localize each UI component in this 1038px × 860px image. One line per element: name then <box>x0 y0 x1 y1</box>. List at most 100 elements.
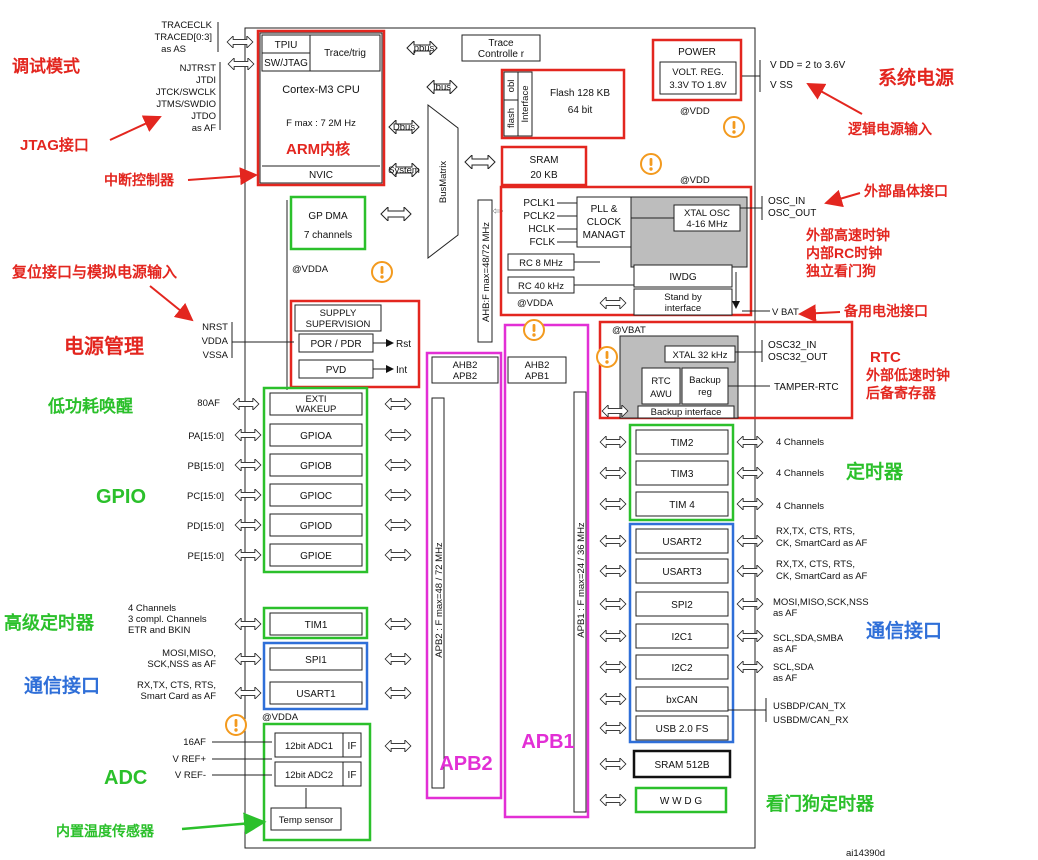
comm-right-highlight <box>628 522 735 744</box>
backup-reg-block <box>681 367 729 405</box>
ahb2-apb1-bridge <box>507 356 567 384</box>
usart1-block <box>269 681 363 705</box>
nvic-label: NVIC <box>309 170 333 181</box>
tim1-pin-2: 3 compl. Channels <box>128 614 207 625</box>
adc1-label: 12bit ADC1 <box>285 741 333 752</box>
rc8-label: RC 8 MHz <box>519 258 563 269</box>
int-label: Int <box>396 365 407 376</box>
cpu-fmax-label: F max : 7 2M Hz <box>286 118 356 129</box>
gp-dma-label: GP DMA <box>308 211 348 222</box>
standby-label-1: Stand by <box>664 292 702 303</box>
adc1-if-label: IF <box>348 741 357 752</box>
xtal32-label: XTAL 32 kHz <box>673 350 728 361</box>
annot-adc: ADC <box>104 767 147 789</box>
spi2-pin-1: MOSI,MISO,SCK,NSS <box>773 597 869 608</box>
pclk2-label: PCLK2 <box>523 211 555 222</box>
pclk1-label: PCLK1 <box>523 198 555 209</box>
xtal-osc-1: XTAL OSC <box>684 208 730 219</box>
supply-label-2: SUPERVISION <box>306 319 371 330</box>
annot-debug-mode: 调试模式 <box>12 56 80 76</box>
annot-power-mgmt: 电源管理 <box>64 334 144 358</box>
bus-matrix <box>427 103 459 260</box>
pll-label-1: PLL & <box>591 204 618 215</box>
sram512-label: SRAM 512B <box>654 760 709 771</box>
por-pdr-label: POR / PDR <box>310 339 361 350</box>
tim3-block <box>635 460 729 486</box>
ahb2-apb1-top: AHB2 <box>525 360 550 371</box>
annot-low-power: 低功耗唤醒 <box>47 396 133 416</box>
pe-pin: PE[15:0] <box>188 551 224 562</box>
rst-label: Rst <box>396 339 411 350</box>
tim3-channels: 4 Channels <box>776 468 824 479</box>
pc-pin: PC[15:0] <box>187 491 224 502</box>
annot-irq-ctrl: 中断控制器 <box>104 172 175 188</box>
flash-size: Flash 128 KB <box>550 88 610 99</box>
annot-jtag-port: JTAG接口 <box>20 136 89 154</box>
pvd-label: PVD <box>326 365 347 376</box>
spi2-block <box>635 591 729 617</box>
adc-pin-1: 16AF <box>183 737 206 748</box>
gpioa-label: GPIOA <box>300 431 332 442</box>
vdd-label-1: @VDD <box>680 106 710 117</box>
adc-highlight <box>262 722 372 842</box>
rtc-label: RTC <box>651 376 670 387</box>
i2c1-pin-1: SCL,SDA,SMBA <box>773 633 844 644</box>
gpioe-label: GPIOE <box>300 551 332 562</box>
ahb2-apb2-bridge <box>431 356 499 384</box>
i2c2-label: I2C2 <box>671 663 693 674</box>
apb1-bus <box>573 391 587 813</box>
annot-sys-power: 系统电源 <box>878 66 954 89</box>
hclk-label: HCLK <box>528 224 555 235</box>
wwdg-label: W W D G <box>660 796 702 807</box>
apb2-bus <box>431 397 445 789</box>
jtdo-pin: JTDO <box>191 111 216 122</box>
nrst-pin: NRST <box>202 322 228 333</box>
usb-label: USB 2.0 FS <box>656 724 709 735</box>
tim4-channels: 4 Channels <box>776 501 824 512</box>
adc2-if-label: IF <box>348 770 357 781</box>
sram-size: 20 KB <box>530 170 558 181</box>
bus-matrix-label: BusMatrix <box>438 161 449 203</box>
usart3-block <box>635 558 729 584</box>
tim1-block <box>269 612 363 636</box>
temp-sensor-label: Temp sensor <box>279 815 333 826</box>
annot-temp-sensor: 内置温度传感器 <box>56 823 155 839</box>
voltage-regulator <box>659 61 737 95</box>
usart3-label: USART3 <box>662 567 702 578</box>
flash-if-label: flash <box>506 108 517 128</box>
annot-adv-timer: 高级定时器 <box>4 612 95 633</box>
power-highlight <box>651 38 743 102</box>
warning-icon <box>371 261 393 283</box>
volt-reg-2: 3.3V TO 1.8V <box>669 80 727 91</box>
i2c2-pin-2: as AF <box>773 673 797 684</box>
vdd-range: V DD = 2 to 3.6V <box>770 60 846 71</box>
bxcan-block <box>635 686 729 712</box>
apb1-bus-label: APB1 : F max=24 / 36 MHz <box>576 522 587 638</box>
obl-label: obl <box>506 80 517 93</box>
njtrst-pin: NJTRST <box>180 63 217 74</box>
tim4-block <box>635 491 729 517</box>
tim1-label: TIM1 <box>305 620 328 631</box>
warning-icon <box>596 346 618 368</box>
gpioc-label: GPIOC <box>300 491 332 502</box>
tim1-pin-1: 4 Channels <box>128 603 176 614</box>
tpiu-label: TPIU <box>275 40 298 51</box>
backup-interface-label: Backup interface <box>651 407 722 418</box>
xtal32-block <box>664 345 736 363</box>
pll-label-3: MANAGT <box>583 230 626 241</box>
spi1-pin-2: SCK,NSS as AF <box>147 659 216 670</box>
trace-as-pin: as AS <box>161 44 186 55</box>
figure-id: ai14390d <box>846 848 885 859</box>
jtag-af-pin: as AF <box>192 123 216 134</box>
trace-trig-label: Trace/trig <box>324 48 366 59</box>
jtdi-pin: JTDI <box>196 75 216 86</box>
adc2-block <box>274 761 344 787</box>
pd-pin: PD[15:0] <box>187 521 224 532</box>
osc32-out-pin: OSC32_OUT <box>768 352 827 363</box>
warning-icon <box>523 319 545 341</box>
i2c1-pin-2: as AF <box>773 644 797 655</box>
annot-ext-crystal: 外部晶体接口 <box>864 183 948 199</box>
usart2-label: USART2 <box>662 537 702 548</box>
adc1-block <box>274 732 344 758</box>
